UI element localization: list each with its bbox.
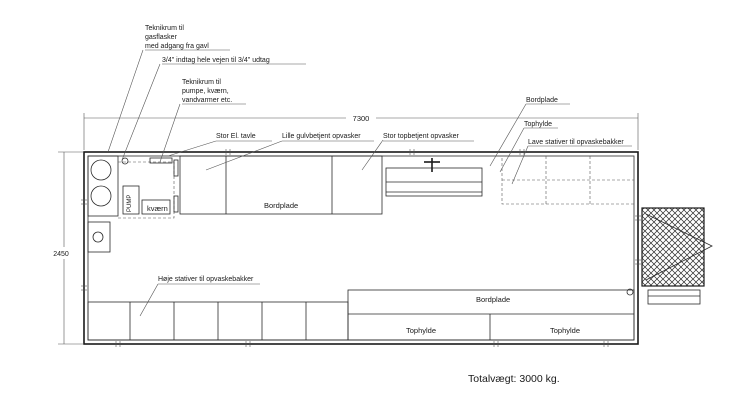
inner-wall <box>87 155 635 341</box>
gas-cylinder-2 <box>90 185 112 207</box>
tophylde-bottom-right-label: Tophylde <box>550 326 580 335</box>
kvaern-label: kværn <box>147 204 168 213</box>
total-weight: Totalvægt: 3000 kg. <box>468 373 560 385</box>
pump-unit-mark: PUMP <box>127 195 133 212</box>
annotation-lave-stativer: Lave stativer til opvaskebakker <box>528 139 624 146</box>
step <box>647 289 701 305</box>
el-tavle <box>149 157 173 164</box>
dimension-width-label: 2450 <box>53 251 69 258</box>
tophylde-bottom-left-label: Tophylde <box>406 326 436 335</box>
bordplade-mid-label: Bordplade <box>264 201 298 210</box>
annotation-teknikrum-pumpe: Teknikrum til pumpe, kværn, vandvarmer e… <box>182 79 246 105</box>
door-mark-1 <box>173 159 179 177</box>
hatched-extension <box>641 207 705 287</box>
extension-hinge <box>645 213 713 281</box>
annotation-stor-opvasker: Stor topbetjent opvasker <box>383 133 460 140</box>
svg-text:Teknikrum til: Teknikrum til <box>182 79 221 86</box>
wall-ticks <box>81 149 641 347</box>
annotation-stor-el-tavle: Stor El. tavle <box>216 133 256 140</box>
svg-text:pumpe, kværn,: pumpe, kværn, <box>182 88 229 95</box>
svg-text:vandvarmer etc.: vandvarmer etc. <box>182 97 232 104</box>
annotation-indtag: 3/4" indtag hele vejen til 3/4" udtag <box>162 57 270 64</box>
annotation-hoje-stativer: Høje stativer til opvaskebakker <box>158 276 254 283</box>
pump-unit <box>122 185 140 215</box>
svg-text:Teknikrum til: Teknikrum til <box>145 25 184 32</box>
annotation-bordplade-top: Bordplade <box>526 97 558 104</box>
sink-drain <box>92 231 104 243</box>
svg-text:gasflasker: gasflasker <box>145 34 178 41</box>
leader-lines <box>107 49 529 317</box>
annotation-lille-opvasker: Lille gulvbetjent opvasker <box>282 133 361 140</box>
dimension-length-label: 7300 <box>353 114 370 123</box>
gas-cylinder-1 <box>90 159 112 181</box>
outer-wall <box>83 151 639 345</box>
tap <box>626 288 634 296</box>
water-inlet <box>121 157 129 165</box>
counter-bottom <box>347 289 635 341</box>
sink <box>87 221 111 253</box>
counter-top-row <box>179 155 383 215</box>
teknikrum-pumpe <box>117 161 175 219</box>
annotation-teknikrum-gas: Teknikrum til gasflasker med adgang fra … <box>145 25 230 51</box>
annotation-tophylde-top: Tophylde <box>524 121 552 128</box>
svg-text:med adgang fra gavl: med adgang fra gavl <box>145 43 209 50</box>
door-mark-2 <box>173 195 179 213</box>
bordplade-bottom-label: Bordplade <box>476 295 510 304</box>
kvaern-unit <box>141 199 171 215</box>
